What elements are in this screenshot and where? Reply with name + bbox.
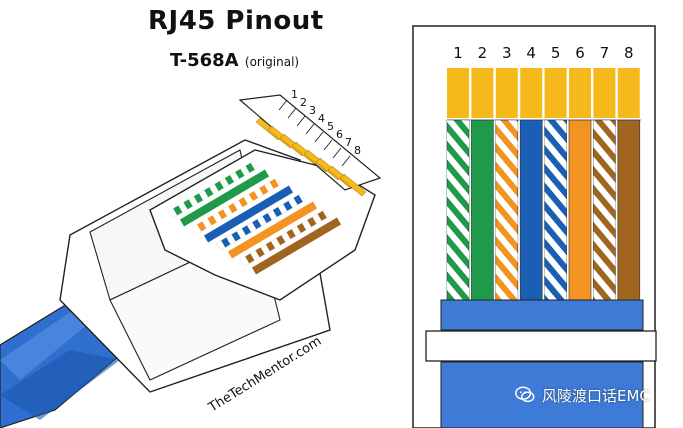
connector-pin-leader-2	[287, 107, 297, 119]
standard-label: T-568A (original)	[170, 50, 299, 71]
connector-wire-4	[203, 185, 294, 243]
connector-pin-label-7: 7	[345, 136, 352, 149]
connector-wire-stripe-3	[191, 177, 282, 235]
pin-label-7: 7	[600, 44, 610, 62]
connector-wire-6	[227, 201, 318, 259]
cable-shadow	[0, 350, 120, 420]
connector-pin-leader-6	[323, 139, 333, 151]
connector-contacts	[255, 117, 367, 197]
contact-4	[520, 68, 543, 118]
contact-1	[447, 68, 469, 118]
connector-wire-stripe-5	[215, 193, 306, 251]
connector-pin-label-8: 8	[354, 144, 361, 157]
connector-wire-8	[251, 217, 342, 275]
front-clip	[425, 330, 657, 362]
wire-stripe-3	[495, 120, 518, 300]
pin-label-1: 1	[453, 44, 463, 62]
contact-7	[593, 68, 616, 118]
contact-2	[471, 68, 494, 118]
contact-6	[569, 68, 591, 118]
wire-stripe-7	[593, 120, 616, 300]
pin-label-4: 4	[526, 44, 536, 62]
front-jacket-top	[440, 299, 644, 331]
connector-pin-leader-4	[305, 123, 315, 135]
pin-label-8: 8	[624, 44, 634, 62]
contact-5	[544, 68, 567, 118]
connector-wire-stripe-1	[167, 161, 258, 219]
wire-8	[617, 119, 641, 301]
pin-label-3: 3	[502, 44, 512, 62]
standard-name: T-568A	[170, 50, 239, 71]
connector-pin-label-3: 3	[309, 104, 316, 117]
connector-wire-stripe-7	[239, 209, 330, 267]
watermark-text: 风陵渡口话EMC	[542, 386, 650, 405]
standard-note: (original)	[244, 55, 300, 69]
front-jacket-bottom	[440, 361, 644, 428]
wire-stripe-5	[544, 120, 567, 300]
front-wires	[446, 119, 641, 301]
connector-pin-label-1: 1	[291, 88, 298, 101]
connector-pin-label-2: 2	[300, 96, 307, 109]
pin-label-5: 5	[551, 44, 561, 62]
watermark: 风陵渡口话EMC	[514, 384, 650, 406]
pin-label-6: 6	[575, 44, 585, 62]
contact-8	[617, 68, 640, 118]
connector-contact-8	[339, 173, 367, 197]
wire-4	[519, 119, 543, 301]
wire-2	[471, 119, 494, 301]
page-title: RJ45 Pinout	[148, 6, 324, 36]
wire-6	[568, 119, 592, 301]
pin-label-2: 2	[478, 44, 488, 62]
wire-stripe-1	[447, 120, 469, 300]
connector-pin-leader-8	[341, 155, 351, 167]
connector-pin-leader-3	[296, 115, 306, 127]
connector-pin-leader-1	[278, 99, 288, 111]
connector-wire-group	[167, 161, 342, 275]
connector-pin-leader-7	[332, 147, 342, 159]
contact-3	[495, 68, 518, 118]
front-contacts	[447, 68, 640, 118]
wechat-icon	[515, 386, 535, 403]
connector-pin-label-4: 4	[318, 112, 325, 125]
connector-pin-label-5: 5	[327, 120, 334, 133]
connector-pin-leader-5	[314, 131, 324, 143]
connector-pin-label-6: 6	[336, 128, 343, 141]
connector-wire-2	[179, 169, 270, 227]
front-view-frame	[412, 25, 656, 428]
